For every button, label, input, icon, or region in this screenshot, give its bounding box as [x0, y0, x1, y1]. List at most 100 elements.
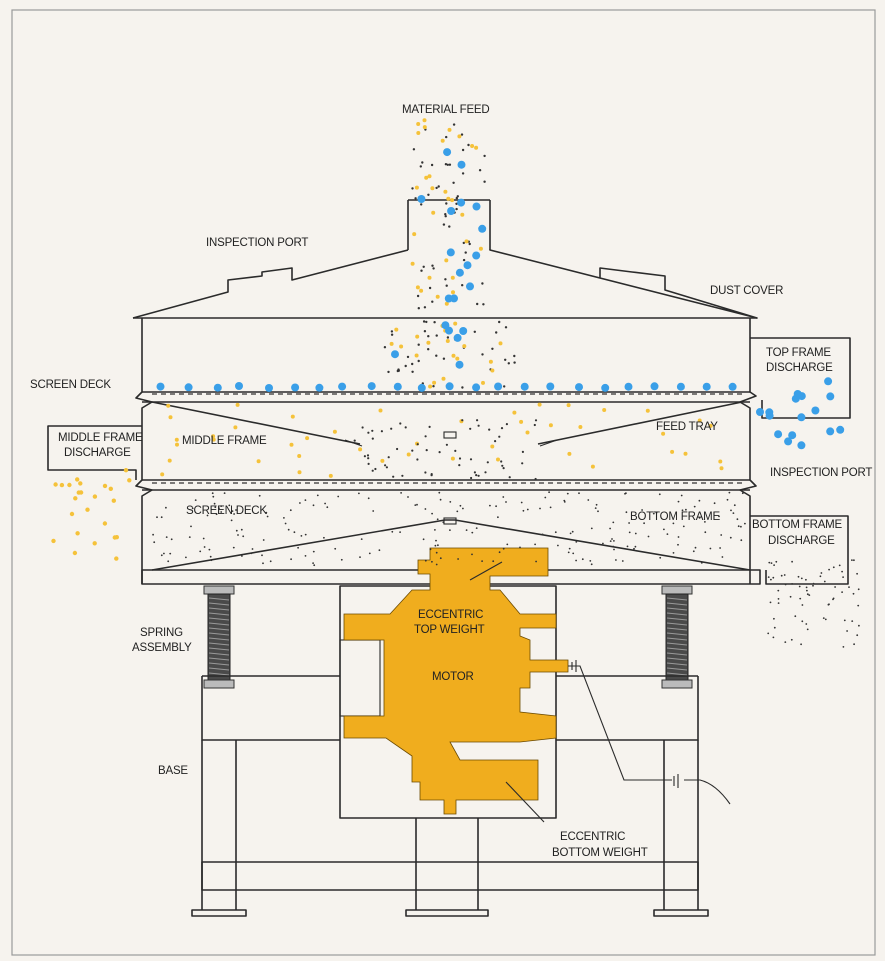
coarse-particle	[826, 392, 835, 401]
fine-particle	[210, 559, 213, 562]
fine-particle	[262, 562, 264, 565]
medium-particle	[168, 415, 173, 420]
fine-particle	[427, 193, 430, 196]
fine-particle	[449, 529, 451, 531]
fine-particle	[390, 330, 394, 333]
fine-particle	[505, 423, 508, 426]
fine-particle	[828, 568, 830, 571]
fine-particle	[235, 529, 238, 532]
medium-particle	[578, 425, 583, 429]
fine-particle	[808, 594, 811, 596]
fine-particle	[448, 163, 452, 166]
coarse-particle	[520, 382, 529, 391]
fine-particle	[471, 531, 474, 534]
fine-particle	[572, 552, 575, 555]
label-feed-tray: FEED TRAY	[656, 421, 718, 433]
fine-particle	[504, 358, 507, 361]
medium-particle	[453, 321, 458, 326]
fine-particle	[578, 492, 580, 495]
fine-particle	[548, 491, 550, 494]
fine-particle	[448, 225, 451, 228]
fine-particle	[250, 552, 253, 555]
medium-particle	[67, 482, 72, 488]
fine-particle	[312, 562, 314, 564]
fine-particle	[615, 559, 617, 561]
coarse-particle	[446, 248, 455, 257]
coarse-particle	[546, 382, 555, 391]
medium-particle	[457, 134, 462, 139]
coarse-particle	[784, 437, 793, 446]
fine-particle	[237, 534, 239, 536]
label-top-frame-discharge-2: DISCHARGE	[766, 362, 833, 374]
fine-particle	[483, 154, 486, 158]
fine-particle	[439, 557, 442, 560]
fine-particle	[397, 368, 400, 371]
fine-particle	[424, 508, 427, 510]
medium-particle	[378, 408, 383, 413]
medium-particle	[415, 334, 420, 339]
fine-particle	[434, 529, 436, 531]
medium-particle	[114, 556, 119, 561]
fine-particle	[812, 582, 815, 585]
fine-particle	[477, 474, 480, 477]
fine-particle	[841, 591, 843, 593]
fine-particle	[797, 575, 800, 578]
fine-particle	[385, 466, 388, 469]
coarse-particle	[466, 282, 474, 291]
fine-particle	[424, 559, 427, 562]
fine-particle	[444, 278, 447, 281]
medium-particle	[670, 449, 675, 454]
fine-particle	[789, 595, 792, 598]
fine-particle	[609, 527, 611, 530]
fine-particle	[575, 559, 577, 562]
fine-particle	[476, 302, 479, 306]
fine-particle	[304, 555, 307, 557]
fine-particle	[672, 552, 675, 554]
coarse-particle	[417, 383, 426, 392]
fine-particle	[853, 643, 855, 646]
fine-particle	[801, 620, 804, 623]
callouts: MATERIAL FEED INSPECTION PORT DUST COVER…	[30, 104, 873, 859]
fine-particle	[507, 362, 510, 365]
fine-particle	[374, 467, 377, 471]
fine-particle	[324, 502, 326, 505]
medium-particle	[719, 466, 724, 471]
fine-particle	[203, 546, 206, 548]
medium-particle	[490, 444, 495, 449]
fine-particle	[853, 559, 855, 562]
fine-particle	[442, 223, 446, 226]
coarse-particle	[393, 382, 402, 391]
fine-particle	[794, 615, 797, 618]
fine-particle	[434, 544, 437, 547]
fine-particle	[396, 447, 399, 451]
fine-particle	[780, 574, 783, 577]
fine-particle	[486, 461, 489, 464]
fine-particle	[612, 521, 615, 524]
fine-particle	[459, 504, 462, 507]
fine-particle	[832, 566, 835, 569]
fine-particle	[462, 507, 464, 510]
fine-particle	[541, 533, 544, 536]
fine-particle	[594, 507, 597, 509]
medium-particle	[451, 290, 455, 295]
medium-particle	[76, 490, 82, 495]
fine-particle	[455, 207, 458, 211]
fine-particle	[367, 431, 370, 434]
medium-particle	[332, 429, 337, 434]
fine-particle	[775, 560, 778, 563]
medium-particle	[444, 301, 449, 306]
fine-particle	[494, 440, 497, 443]
fine-particle	[284, 522, 287, 525]
fine-particle	[590, 563, 593, 566]
coarse-particle	[315, 383, 324, 392]
fine-particle	[784, 641, 787, 643]
fine-particle	[165, 536, 168, 538]
fine-particle	[567, 551, 570, 554]
fine-particle	[805, 578, 807, 581]
fine-particle	[520, 501, 523, 504]
coarse-particle	[367, 382, 376, 391]
fine-particle	[427, 348, 430, 351]
coarse-particle	[156, 382, 165, 391]
label-inspection-port-top: INSPECTION PORT	[206, 237, 308, 249]
fine-particle	[215, 513, 218, 516]
